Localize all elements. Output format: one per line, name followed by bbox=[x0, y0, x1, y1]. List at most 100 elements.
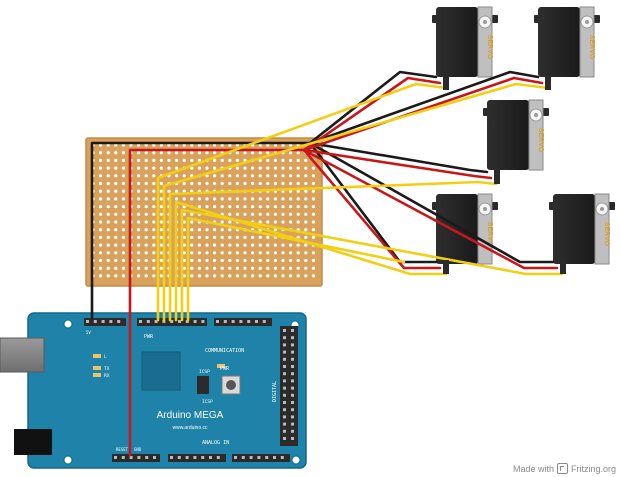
protoboard-hole bbox=[235, 197, 239, 201]
header-pin bbox=[283, 437, 286, 440]
header-pin bbox=[283, 401, 286, 404]
servo-label: SERVO bbox=[603, 222, 610, 247]
servo-body bbox=[538, 7, 580, 77]
protoboard-hole bbox=[281, 243, 285, 247]
protoboard-hole bbox=[167, 151, 171, 155]
protoboard-hole bbox=[99, 166, 103, 170]
protoboard-hole bbox=[266, 166, 270, 170]
header-pin bbox=[291, 408, 294, 412]
protoboard-hole bbox=[99, 197, 103, 201]
protoboard-hole bbox=[99, 258, 103, 263]
servo-label: SERVO bbox=[486, 222, 493, 247]
protoboard-hole bbox=[137, 189, 141, 193]
protoboard-hole bbox=[220, 220, 224, 224]
header-pin bbox=[291, 372, 294, 376]
protoboard-hole bbox=[137, 181, 141, 186]
header-pin bbox=[117, 320, 121, 323]
header-pin bbox=[247, 320, 251, 323]
protoboard-hole bbox=[228, 212, 232, 216]
protoboard-hole bbox=[159, 166, 163, 170]
header-pin bbox=[255, 320, 258, 323]
protoboard-hole bbox=[197, 243, 201, 247]
protoboard-hole bbox=[213, 166, 217, 170]
protoboard-hole bbox=[289, 166, 293, 170]
communication-label: COMMUNICATION bbox=[205, 348, 244, 354]
protoboard-hole bbox=[235, 205, 239, 209]
protoboard-hole bbox=[152, 205, 156, 209]
header-pin bbox=[291, 429, 294, 433]
protoboard-hole bbox=[99, 189, 103, 193]
protoboard-hole bbox=[228, 251, 232, 255]
header-pin bbox=[146, 320, 150, 323]
protoboard-hole bbox=[228, 274, 232, 278]
protoboard-hole bbox=[205, 258, 209, 263]
protoboard-hole bbox=[235, 243, 239, 247]
protoboard-hole bbox=[213, 228, 217, 232]
protoboard-hole bbox=[99, 158, 103, 162]
reset-pin-label: RESET bbox=[116, 447, 129, 452]
protoboard-hole bbox=[281, 181, 285, 186]
protoboard-hole bbox=[258, 205, 262, 209]
protoboard-hole bbox=[175, 151, 179, 155]
protoboard-hole bbox=[251, 174, 255, 178]
protoboard-hole bbox=[152, 220, 156, 224]
protoboard-hole bbox=[266, 266, 270, 270]
protoboard-hole bbox=[289, 181, 293, 186]
header-pin bbox=[273, 456, 276, 459]
protoboard-hole bbox=[205, 166, 209, 170]
protoboard-hole bbox=[182, 151, 186, 155]
protoboard-hole bbox=[251, 166, 255, 170]
protoboard-hole bbox=[197, 228, 201, 232]
protoboard-hole bbox=[144, 258, 148, 263]
protoboard-hole bbox=[304, 181, 308, 186]
protoboard-hole bbox=[266, 151, 270, 155]
protoboard-hole bbox=[304, 274, 308, 278]
protoboard-hole bbox=[114, 243, 118, 247]
servo-body bbox=[436, 7, 478, 77]
protoboard-hole bbox=[159, 228, 163, 232]
protoboard-hole bbox=[121, 197, 125, 201]
protoboard-hole bbox=[106, 243, 110, 247]
protoboard-hole bbox=[106, 181, 110, 186]
header-pin bbox=[283, 336, 286, 340]
analog-header-b bbox=[232, 454, 290, 462]
icsp-label-2: ICSP bbox=[202, 399, 213, 405]
protoboard-hole bbox=[213, 205, 217, 209]
protoboard-hole bbox=[311, 189, 315, 193]
header-pin bbox=[283, 365, 286, 368]
analog-label: ANALOG IN bbox=[202, 440, 229, 446]
servo-connector bbox=[443, 260, 449, 274]
protoboard-hole bbox=[266, 197, 270, 201]
protoboard-hole bbox=[235, 266, 239, 270]
protoboard-hole bbox=[114, 235, 118, 239]
protoboard-hole bbox=[289, 205, 293, 209]
header-pin bbox=[114, 456, 117, 459]
protoboard-hole bbox=[106, 228, 110, 232]
protoboard-hole bbox=[159, 243, 163, 247]
protoboard-hole bbox=[197, 181, 201, 186]
protoboard-hole bbox=[296, 251, 300, 255]
protoboard-hole bbox=[304, 243, 308, 247]
header-pin bbox=[291, 437, 294, 440]
protoboard-hole bbox=[197, 274, 201, 278]
power-header bbox=[84, 318, 126, 326]
protoboard-hole bbox=[273, 228, 277, 232]
credit-prefix: Made with bbox=[512, 463, 554, 474]
header-pin bbox=[280, 456, 284, 459]
protoboard-hole bbox=[243, 205, 247, 209]
protoboard-hole bbox=[99, 274, 103, 278]
protoboard-hole bbox=[243, 235, 247, 239]
protoboard-hole bbox=[106, 212, 110, 216]
protoboard-hole bbox=[137, 174, 141, 178]
protoboard-hole bbox=[106, 274, 110, 278]
protoboard-hole bbox=[258, 266, 262, 270]
rx-label: RX bbox=[104, 373, 110, 379]
protoboard-hole bbox=[152, 274, 156, 278]
protoboard-hole bbox=[159, 251, 163, 255]
header-pin bbox=[193, 320, 197, 323]
ground-wire bbox=[308, 70, 540, 145]
protoboard-hole bbox=[311, 220, 315, 224]
protoboard-hole bbox=[251, 274, 255, 278]
reset-button-cap bbox=[226, 380, 236, 390]
header-pin bbox=[283, 386, 286, 390]
